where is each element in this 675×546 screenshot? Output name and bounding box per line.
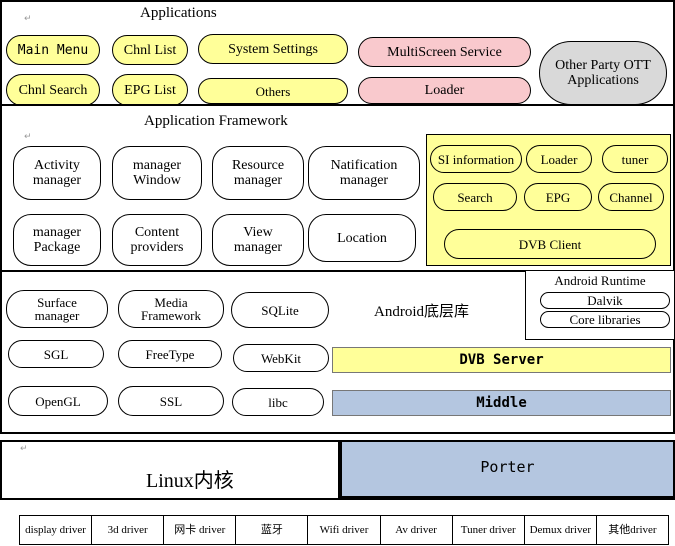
android-runtime-box: Android Runtime Dalvik Core libraries xyxy=(525,270,675,340)
lib-libc[interactable]: libc xyxy=(232,388,324,416)
driver-wifi[interactable]: Wifi driver xyxy=(308,516,381,544)
dvb-epg[interactable]: EPG xyxy=(524,183,592,211)
lib-freetype[interactable]: FreeType xyxy=(118,340,222,368)
lib-sgl[interactable]: SGL xyxy=(8,340,104,368)
driver-row: display driver 3d driver 网卡 driver 蓝牙 Wi… xyxy=(19,515,669,545)
app-other-party-ott[interactable]: Other Party OTT Applications xyxy=(539,41,667,105)
paragraph-mark: ↵ xyxy=(24,132,32,142)
lib-sqlite[interactable]: SQLite xyxy=(231,292,329,328)
framework-title: Application Framework xyxy=(144,113,288,129)
runtime-title: Android Runtime xyxy=(554,273,646,288)
framework-panel: ↵ Application Framework Activity manager… xyxy=(0,104,675,272)
linux-kernel-title: Linux内核 xyxy=(146,470,234,492)
dvb-server-bar: DVB Server xyxy=(332,347,671,373)
lib-media-framework[interactable]: Media Framework xyxy=(118,290,224,328)
driver-av[interactable]: Av driver xyxy=(381,516,453,544)
kernel-panel: ↵ Linux内核 xyxy=(0,440,340,500)
fw-package-manager[interactable]: manager Package xyxy=(13,214,101,266)
app-main-menu[interactable]: Main Menu xyxy=(6,35,100,65)
driver-other[interactable]: 其他driver xyxy=(608,524,657,536)
dvb-box: SI information Loader tuner Search EPG C… xyxy=(426,134,671,266)
dvb-si-information[interactable]: SI information xyxy=(430,145,522,173)
porter-box: Porter xyxy=(340,440,675,498)
applications-panel: ↵ Applications Main Menu Chnl List Syste… xyxy=(0,0,675,106)
lib-opengl[interactable]: OpenGL xyxy=(8,386,108,416)
driver-tuner[interactable]: Tuner driver xyxy=(453,516,525,544)
driver-3d[interactable]: 3d driver xyxy=(92,516,165,544)
android-libs-title: Android底层库 xyxy=(374,304,469,320)
app-system-settings[interactable]: System Settings xyxy=(198,34,348,64)
paragraph-mark: ↵ xyxy=(20,444,28,454)
lib-ssl[interactable]: SSL xyxy=(118,386,224,416)
app-multiscreen-service[interactable]: MultiScreen Service xyxy=(358,37,531,67)
kernel-base-line xyxy=(0,498,675,500)
dvb-search[interactable]: Search xyxy=(433,183,517,211)
porter-label: Porter xyxy=(480,458,535,476)
driver-display[interactable]: display driver xyxy=(20,516,93,544)
dvb-tuner[interactable]: tuner xyxy=(602,145,668,173)
app-loader[interactable]: Loader xyxy=(358,77,531,104)
fw-window-manager[interactable]: manager Window xyxy=(112,146,202,200)
fw-activity-manager[interactable]: Activity manager xyxy=(13,146,101,200)
fw-location[interactable]: Location xyxy=(308,214,416,262)
app-epg-list[interactable]: EPG List xyxy=(112,74,188,106)
fw-notification-manager[interactable]: Natification manager xyxy=(308,146,420,200)
driver-network-card[interactable]: 网卡 driver xyxy=(164,516,237,544)
libraries-panel: Surface manager Media Framework SQLite A… xyxy=(0,270,675,434)
driver-bluetooth[interactable]: 蓝牙 xyxy=(236,516,309,544)
fw-resource-manager[interactable]: Resource manager xyxy=(212,146,304,200)
fw-content-providers[interactable]: Content providers xyxy=(112,214,202,266)
runtime-core-libraries[interactable]: Core libraries xyxy=(540,311,670,328)
dvb-channel[interactable]: Channel xyxy=(598,183,664,211)
driver-demux[interactable]: Demux driver xyxy=(525,516,597,544)
lib-webkit[interactable]: WebKit xyxy=(233,344,329,372)
dvb-loader[interactable]: Loader xyxy=(526,145,592,173)
runtime-dalvik[interactable]: Dalvik xyxy=(540,292,670,309)
lib-surface-manager[interactable]: Surface manager xyxy=(6,290,108,328)
fw-view-manager[interactable]: View manager xyxy=(212,214,304,266)
dvb-client[interactable]: DVB Client xyxy=(444,229,656,259)
app-chnl-search[interactable]: Chnl Search xyxy=(6,74,100,106)
applications-title: Applications xyxy=(140,5,217,21)
app-others[interactable]: Others xyxy=(198,78,348,104)
paragraph-mark: ↵ xyxy=(24,14,32,24)
app-chnl-list[interactable]: Chnl List xyxy=(112,35,188,65)
middle-bar: Middle xyxy=(332,390,671,416)
